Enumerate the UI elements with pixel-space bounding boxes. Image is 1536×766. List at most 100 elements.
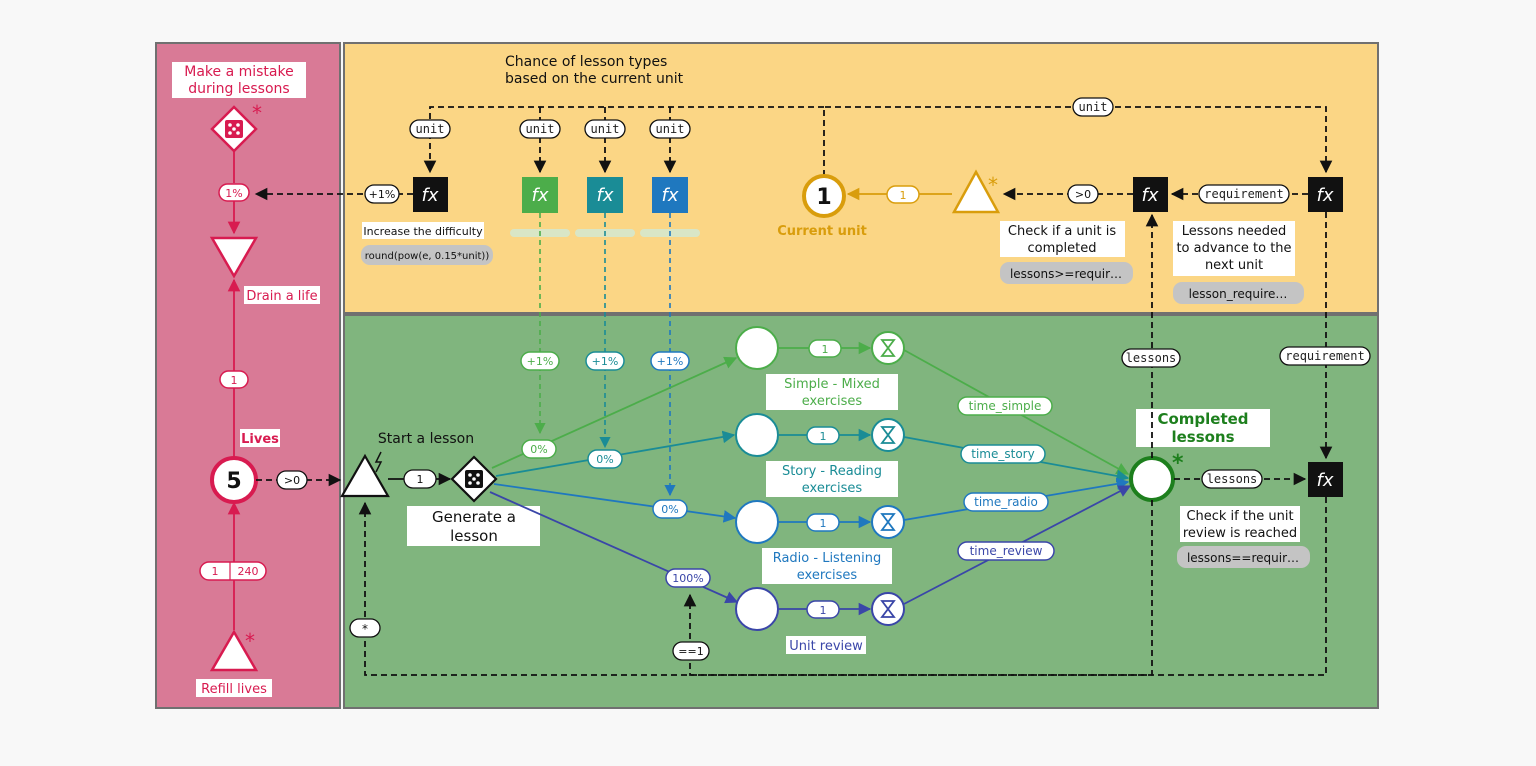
svg-text:Radio - Listening: Radio - Listening [773, 551, 882, 566]
unit-pill-simple: unit [519, 119, 561, 139]
mistake-label: Make a mistake during lessons [172, 62, 306, 98]
star-icon: * [988, 173, 998, 197]
simple-delay-node[interactable] [871, 331, 905, 365]
pct-review-pill: 100% [665, 568, 711, 588]
time-radio-pill: time_radio [963, 492, 1049, 512]
drain-node[interactable] [209, 236, 259, 279]
svg-text:unit: unit [1079, 100, 1108, 114]
time-simple-pill: time_simple [957, 396, 1053, 416]
svg-text:0%: 0% [596, 453, 613, 466]
generate-to-radio-edge [493, 483, 737, 523]
svg-text:Generate a: Generate a [432, 508, 516, 526]
check-unit-fx-node[interactable]: fx [1133, 177, 1168, 212]
star-loop-pill: * [349, 618, 381, 638]
story-delay-node[interactable] [871, 418, 905, 452]
gt0-lives-pill: >0 [276, 470, 308, 490]
pct-mistake-pill: 1% [218, 183, 250, 202]
review-trigger-loop [683, 497, 1327, 676]
review-pool[interactable] [735, 587, 779, 631]
svg-text:100%: 100% [672, 572, 703, 585]
lessons-needed-fx-node[interactable]: fx [1308, 177, 1343, 212]
difficulty-fx-node[interactable]: fx [413, 177, 448, 212]
time-review-pill: time_review [957, 541, 1055, 561]
svg-text:exercises: exercises [797, 568, 858, 583]
requirement-pill-vertical: requirement [1279, 346, 1371, 366]
lessons-needed-label: Lessons needed to advance to the next un… [1173, 221, 1295, 276]
svg-text:==1: ==1 [678, 645, 703, 658]
refill-node[interactable]: * [209, 629, 259, 672]
svg-text:Increase the difficulty: Increase the difficulty [363, 225, 483, 238]
svg-text:lessons==requir…: lessons==requir… [1187, 551, 1299, 565]
check-unit-label: Check if a unit is completed [1000, 221, 1125, 257]
svg-text:Check if the unit: Check if the unit [1186, 509, 1293, 524]
svg-text:unit: unit [656, 122, 685, 136]
svg-text:Unit review: Unit review [789, 639, 863, 654]
start-lesson-label: Start a lesson [378, 431, 474, 447]
hourglass-icon [880, 426, 896, 444]
svg-text:unit: unit [526, 122, 555, 136]
lives-pool[interactable]: 5 [210, 456, 258, 504]
story-fx-node[interactable]: fx [587, 177, 623, 213]
lives-panel [155, 42, 341, 709]
svg-text:Make a mistake: Make a mistake [184, 64, 293, 80]
svg-text:requirement: requirement [1204, 187, 1283, 201]
svg-text:>0: >0 [1075, 188, 1091, 201]
svg-text:Simple - Mixed: Simple - Mixed [784, 377, 880, 392]
radio-pool[interactable] [735, 500, 779, 544]
one-review-pill: 1 [806, 600, 840, 619]
unit-pill-top: unit [1072, 97, 1114, 117]
svg-text:time_radio: time_radio [974, 495, 1038, 509]
svg-text:1: 1 [820, 604, 827, 617]
fx-icon: fx [597, 185, 614, 206]
one-start-pill: 1 [403, 469, 437, 489]
simple-pool[interactable] [735, 326, 779, 370]
check-review-fx-node[interactable]: fx [1308, 462, 1343, 497]
star-icon: * [1172, 451, 1184, 476]
chance-title: Chance of lesson types based on the curr… [505, 54, 684, 87]
check-review-label: Check if the unit review is reached [1180, 506, 1300, 542]
dice-icon [225, 120, 243, 138]
lives-label: Lives [240, 429, 280, 447]
drain-amount-pill: 1 [219, 370, 249, 389]
one-radio-pill: 1 [806, 513, 840, 532]
svg-text:lesson: lesson [450, 527, 498, 545]
generate-lesson-node[interactable] [450, 455, 498, 503]
svg-text:lesson_require…: lesson_require… [1189, 287, 1288, 301]
svg-text:round(pow(e, 0.15*unit)): round(pow(e, 0.15*unit)) [365, 251, 490, 262]
svg-text:review is reached: review is reached [1183, 526, 1297, 541]
unit-pill-radio: unit [649, 119, 691, 139]
one-story-pill: 1 [806, 426, 840, 445]
radio-fx-node[interactable]: fx [652, 177, 688, 213]
dice-icon [465, 470, 483, 488]
review-delay-node[interactable] [871, 592, 905, 626]
time-story-pill: time_story [960, 444, 1046, 464]
svg-text:lessons: lessons [1171, 428, 1234, 446]
unit-source-node[interactable]: * [951, 169, 1001, 214]
radio-delay-node[interactable] [871, 505, 905, 539]
review-label: Unit review [786, 636, 866, 654]
current-unit-pool[interactable]: 1 [802, 174, 846, 218]
svg-text:lessons: lessons [1126, 351, 1177, 365]
star-icon: * [252, 101, 262, 125]
completed-label: Completed lessons [1136, 409, 1270, 447]
fx-icon: fx [1142, 185, 1159, 206]
check-review-formula: lessons==requir… [1177, 546, 1310, 568]
story-pool[interactable] [735, 413, 779, 457]
unit-pill-story: unit [584, 119, 626, 139]
svg-text:Chance of lesson types: Chance of lesson types [505, 54, 667, 70]
svg-text:time_review: time_review [970, 544, 1043, 558]
svg-text:0%: 0% [661, 503, 678, 516]
generate-lesson-label: Generate a lesson [407, 506, 540, 546]
simple-label: Simple - Mixed exercises [766, 374, 898, 410]
fx-icon: fx [662, 185, 679, 206]
svg-text:based on the current unit: based on the current unit [505, 71, 684, 87]
svg-text:exercises: exercises [802, 481, 863, 496]
story-label: Story - Reading exercises [766, 461, 898, 497]
start-lesson-node[interactable] [340, 451, 390, 498]
svg-text:1: 1 [417, 473, 424, 486]
svg-text:Completed: Completed [1157, 410, 1248, 428]
svg-text:1: 1 [822, 343, 829, 356]
unit-pill-difficulty: unit [409, 119, 451, 139]
simple-fx-node[interactable]: fx [522, 177, 558, 213]
eq1-pill: ==1 [672, 641, 710, 661]
